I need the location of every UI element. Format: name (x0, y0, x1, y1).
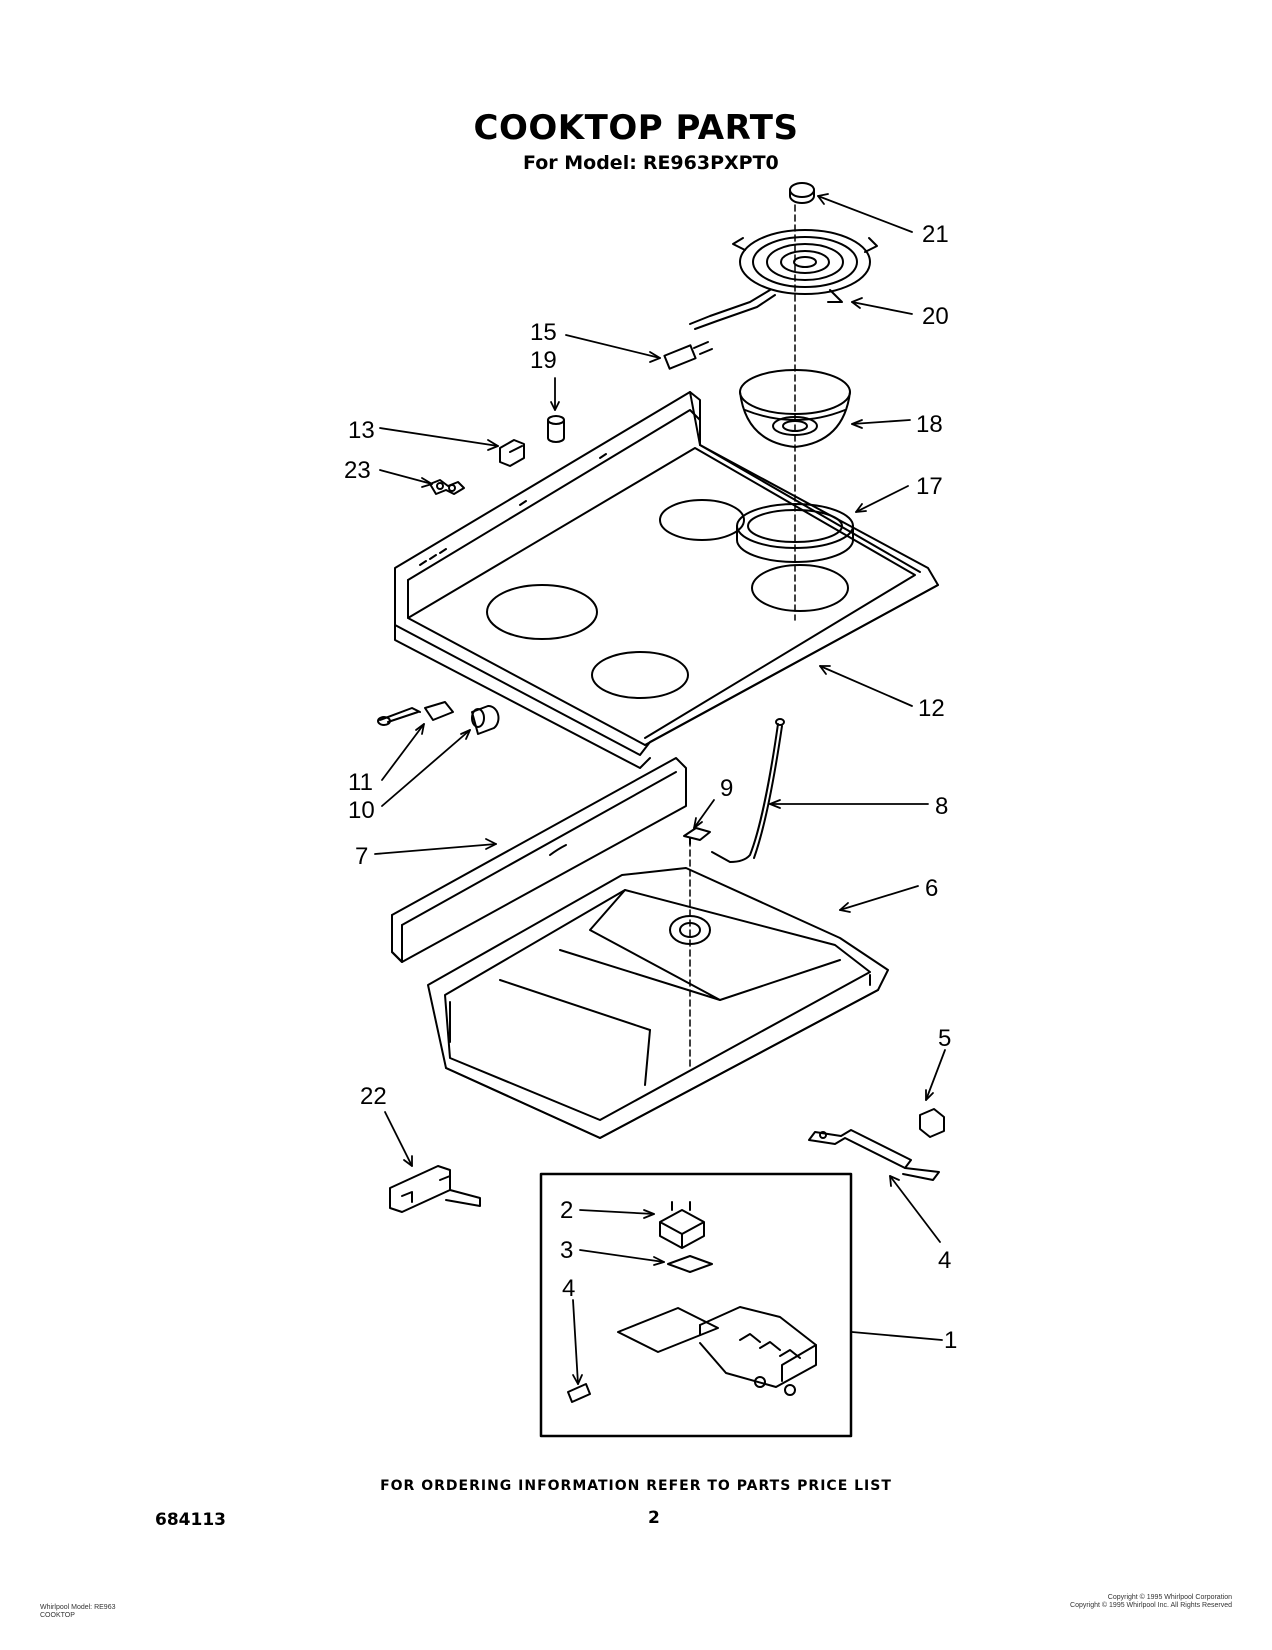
model-prefix: For Model: (523, 152, 637, 174)
callout-6: 5 (938, 1025, 951, 1052)
part-7-pan (427, 867, 889, 1139)
page-title: COOKTOP PARTS (473, 108, 799, 148)
callout-labels: 21 20 15 19 13 23 18 17 12 11 10 9 8 7 6… (344, 221, 957, 1354)
callout-5: 4 (938, 1247, 951, 1274)
part-1-box (539, 1172, 853, 1438)
callout-19: 20 (922, 303, 949, 330)
callout-20: 21 (922, 221, 949, 248)
callout-2: 2 (560, 1197, 573, 1224)
part-22-bracket (389, 1165, 481, 1213)
document-number: 684113 (155, 1510, 226, 1530)
callout-13: 12 (918, 695, 945, 722)
callout-11: 10 (348, 797, 375, 824)
leader-lines (374, 193, 946, 1385)
callout-16: 15 (530, 319, 557, 346)
part-3-insulator (667, 1255, 713, 1273)
callout-7: 6 (925, 875, 938, 902)
model-line: For Model:RE963PXPT0 (523, 152, 779, 174)
callout-15: 13 (348, 417, 375, 444)
part-20-cap (789, 182, 815, 204)
callout-22: 22 (360, 1083, 387, 1110)
part-10-clip (683, 827, 711, 845)
callout-1: 1 (944, 1327, 957, 1354)
callout-10: 9 (720, 775, 733, 802)
callout-9: 8 (935, 793, 948, 820)
part-11-knob-sleeve (471, 705, 500, 735)
callout-17: 17 (916, 473, 943, 500)
callout-8: 7 (355, 843, 368, 870)
part-12-bracket (377, 701, 454, 726)
callout-23: 23 (344, 457, 371, 484)
page-number: 2 (648, 1508, 660, 1528)
part-13-cooktop (394, 391, 939, 769)
callout-3: 3 (560, 1237, 573, 1264)
part-4-tag (567, 1383, 591, 1403)
part-21-bushing (547, 415, 565, 443)
part-15-bracket (499, 439, 525, 467)
part-17-trim-ring (736, 503, 854, 563)
part-5-strap (808, 1129, 940, 1181)
part-9-rod (711, 718, 785, 863)
callout-18: 18 (916, 411, 943, 438)
ordering-note: FOR ORDERING INFORMATION REFER TO PARTS … (380, 1478, 892, 1494)
callout-21: 19 (530, 347, 557, 374)
model-number: RE963PXPT0 (642, 152, 779, 174)
part-1-control (617, 1306, 817, 1396)
part-6-clip (919, 1108, 945, 1138)
callout-4: 4 (562, 1275, 575, 1302)
small-print-right: Copyright © 1995 Whirlpool Corporation C… (1070, 1594, 1232, 1609)
part-8-panel (391, 757, 687, 963)
callout-12: 11 (348, 769, 373, 796)
part-19-surface-element (663, 229, 878, 370)
part-2-switch (659, 1201, 705, 1249)
part-23-clip (429, 479, 465, 495)
small-print-left: Whirlpool Model: RE963 COOKTOP (40, 1604, 116, 1619)
